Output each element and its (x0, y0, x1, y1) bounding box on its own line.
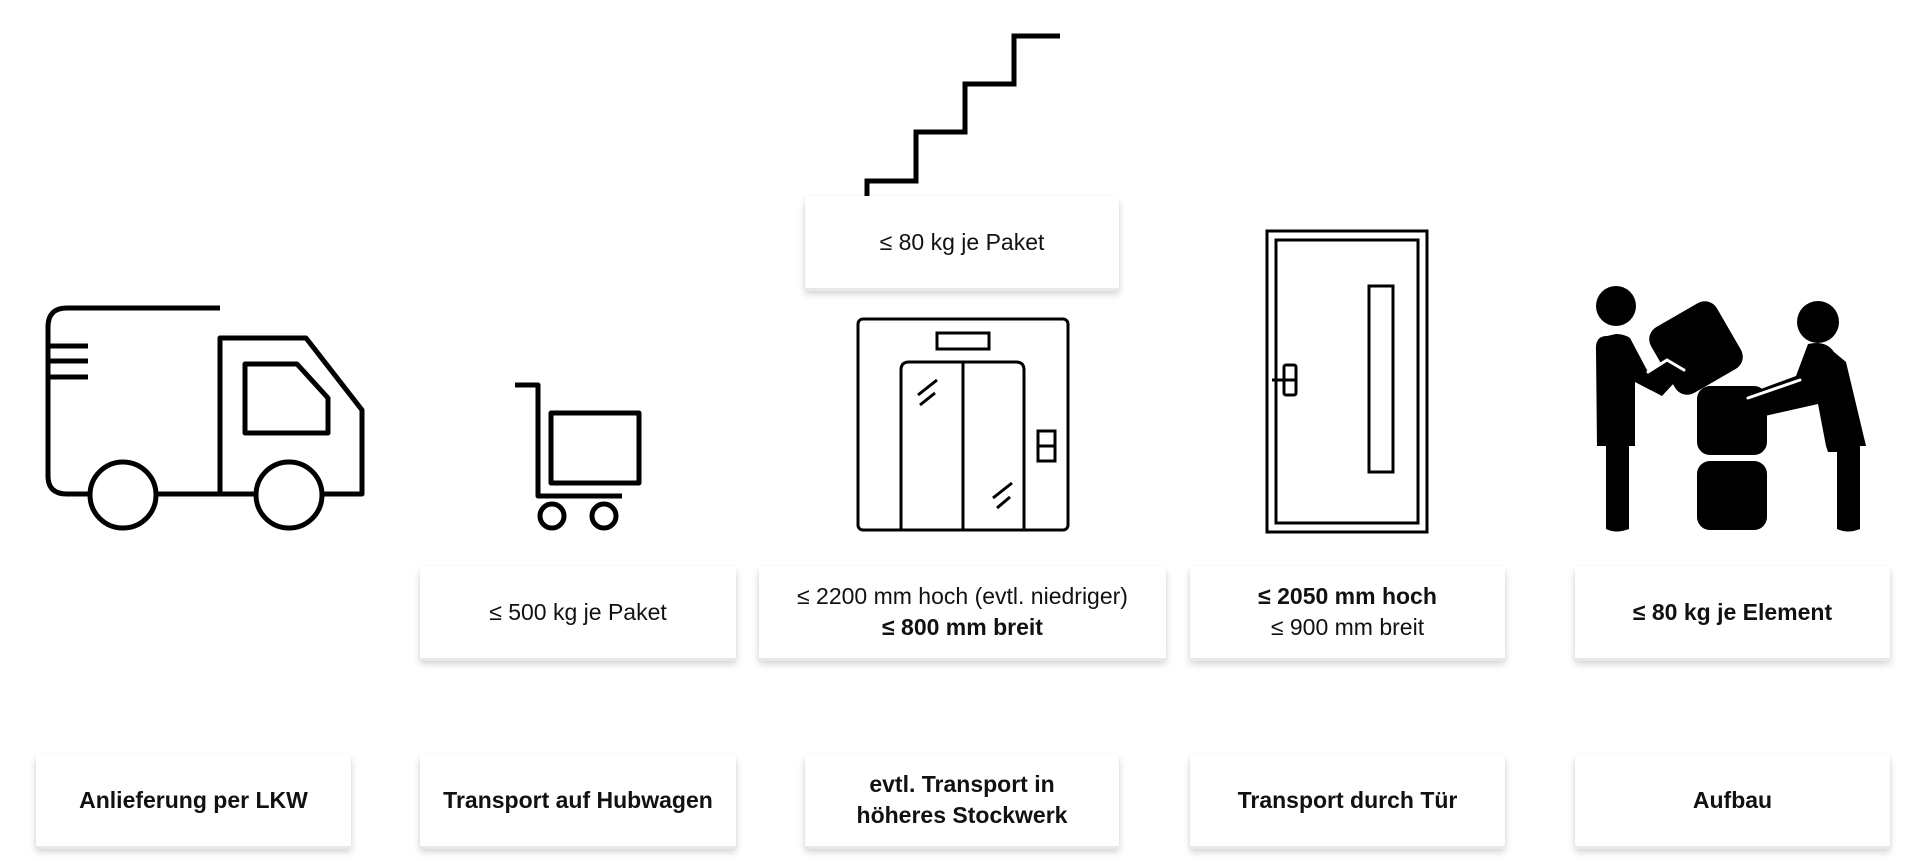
hand-truck-icon (515, 382, 642, 531)
step-title-door-text: Transport durch Tür (1237, 786, 1458, 813)
hand-truck-spec-text: ≤ 500 kg je Paket (489, 598, 667, 625)
stairs-spec-text: ≤ 80 kg je Paket (879, 228, 1045, 255)
door-spec-height: ≤ 2050 mm hoch (1258, 583, 1437, 609)
elevator-icon (856, 317, 1070, 532)
assembly-spec-text: ≤ 80 kg je Element (1632, 598, 1833, 625)
step-title-assembly-text: Aufbau (1692, 786, 1773, 813)
hand-truck-spec-card: ≤ 500 kg je Paket (420, 566, 736, 658)
step-title-delivery: Anlieferung per LKW (36, 754, 351, 846)
door-spec-card: ≤ 2050 mm hoch ≤ 900 mm breit (1190, 566, 1505, 658)
step-title-upper-floor-line2: höheres Stockwerk (856, 802, 1068, 828)
door-spec-width: ≤ 900 mm breit (1270, 614, 1425, 640)
step-title-door: Transport durch Tür (1190, 754, 1505, 846)
people-assembling-icon (1595, 286, 1866, 532)
step-title-upper-floor: evtl. Transport in höheres Stockwerk (805, 754, 1119, 846)
step-title-assembly: Aufbau (1575, 754, 1890, 846)
truck-icon (45, 305, 365, 531)
step-title-upper-floor-line1: evtl. Transport in (869, 771, 1055, 797)
step-title-delivery-text: Anlieferung per LKW (79, 786, 308, 813)
stairs-icon (864, 33, 1060, 196)
elevator-spec-width: ≤ 800 mm breit (882, 614, 1043, 640)
elevator-spec-card: ≤ 2200 mm hoch (evtl. niedriger) ≤ 800 m… (759, 566, 1166, 658)
assembly-spec-card: ≤ 80 kg je Element (1575, 566, 1890, 658)
door-icon (1265, 229, 1429, 534)
stairs-spec-card: ≤ 80 kg je Paket (805, 196, 1119, 288)
step-title-hand-truck-text: Transport auf Hubwagen (443, 786, 713, 813)
step-title-hand-truck: Transport auf Hubwagen (420, 754, 736, 846)
elevator-spec-height: ≤ 2200 mm hoch (evtl. niedriger) (797, 583, 1128, 609)
